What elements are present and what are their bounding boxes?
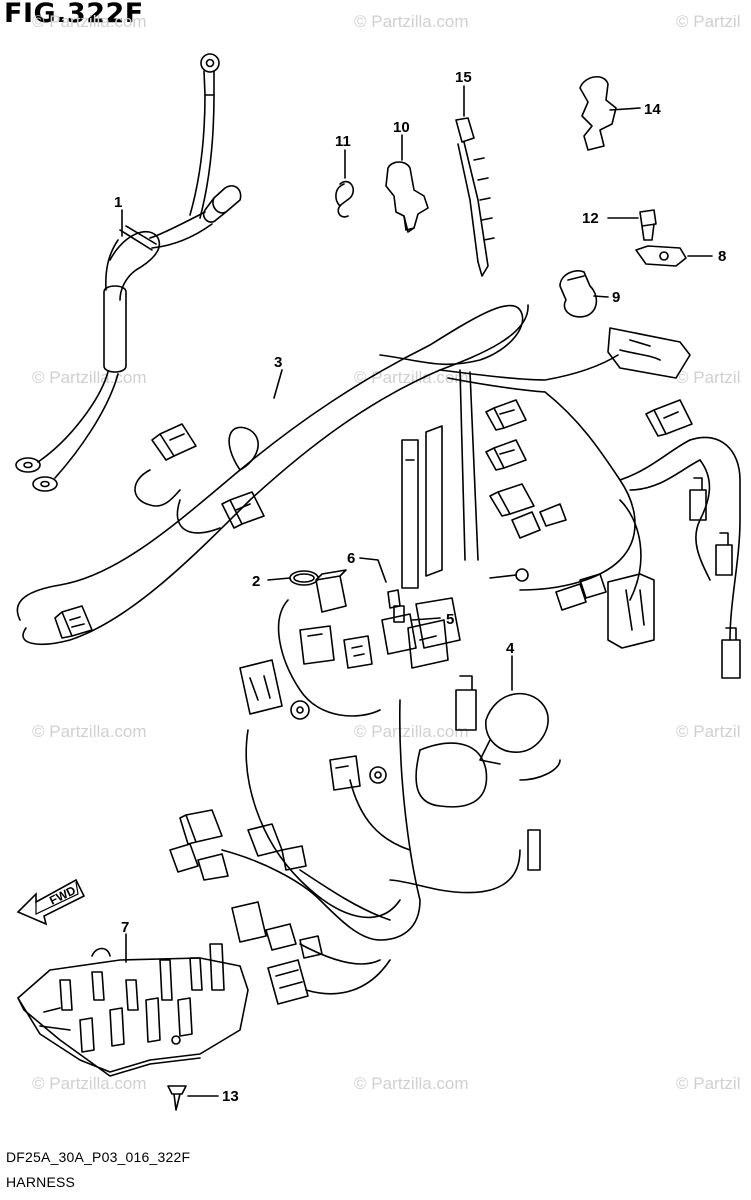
callout-8: 8 [718, 248, 726, 265]
callout-4: 4 [506, 640, 515, 657]
connector [607, 573, 655, 649]
connector [721, 627, 741, 679]
lower-connectors [169, 809, 391, 1005]
connector [689, 477, 707, 521]
watermark: © Partzil [676, 1074, 741, 1093]
callout-2: 2 [252, 573, 260, 590]
connector [489, 483, 535, 517]
part-15-tie [455, 117, 495, 277]
callout-10: 10 [393, 119, 410, 136]
callout-1: 1 [114, 194, 122, 211]
fwd-arrow: FWD [16, 878, 86, 926]
assembly-name: HARNESS [6, 1174, 76, 1190]
diagram-code: DF25A_30A_P03_016_322F [6, 1149, 191, 1165]
callout-15: 15 [455, 69, 472, 86]
callout-12: 12 [582, 210, 599, 227]
callout-3: 3 [274, 354, 282, 371]
part-9-clamp [559, 270, 598, 318]
connector [511, 503, 567, 539]
watermark: © Partzilla.com [354, 368, 469, 387]
main-harness-connectors [54, 327, 741, 679]
connector [485, 439, 527, 471]
watermark: © Partzilla.com [354, 1074, 469, 1093]
callout-13: 13 [222, 1088, 239, 1105]
connector [645, 399, 693, 437]
part-11-band [335, 180, 355, 218]
part-5-fuse [393, 605, 405, 623]
part-10-clip [385, 161, 429, 233]
callout-9: 9 [612, 289, 620, 306]
part-12-bolt [639, 209, 657, 241]
callout-11: 11 [335, 133, 351, 150]
part-13-screw [167, 1085, 187, 1111]
watermark: © Partzilla.com [32, 12, 147, 31]
callout-6: 6 [347, 550, 355, 567]
callout-5: 5 [446, 611, 454, 628]
connector [54, 605, 93, 639]
figure-title: FIG.322F [4, 0, 144, 29]
part-2-grommet [289, 570, 319, 586]
connector [485, 399, 527, 431]
watermark: © Partzilla.com [32, 722, 147, 741]
watermark: © Partzil [676, 368, 741, 387]
callout-14: 14 [644, 101, 661, 118]
connector [555, 573, 607, 611]
watermark: © Partzil [676, 722, 741, 741]
part-1-battery-cable [15, 53, 242, 492]
part-14-clip [579, 76, 617, 151]
callout-7: 7 [121, 919, 129, 936]
connector [607, 327, 691, 379]
part-6-fuse [387, 589, 401, 609]
part-7-holder [17, 943, 249, 1077]
part-8-terminal [635, 245, 687, 267]
watermark: © Partzil [676, 12, 741, 31]
leader-lines [121, 85, 713, 1097]
connector [715, 532, 733, 576]
connector [221, 491, 265, 529]
connector [151, 423, 197, 461]
relays-and-sensors [239, 425, 561, 941]
watermark: © Partzilla.com [32, 1074, 147, 1093]
watermark: © Partzilla.com [354, 722, 469, 741]
watermark: © Partzilla.com [354, 12, 469, 31]
watermark: © Partzilla.com [32, 368, 147, 387]
part-3-main-harness [16, 304, 741, 646]
part-4-sensor [479, 692, 549, 765]
